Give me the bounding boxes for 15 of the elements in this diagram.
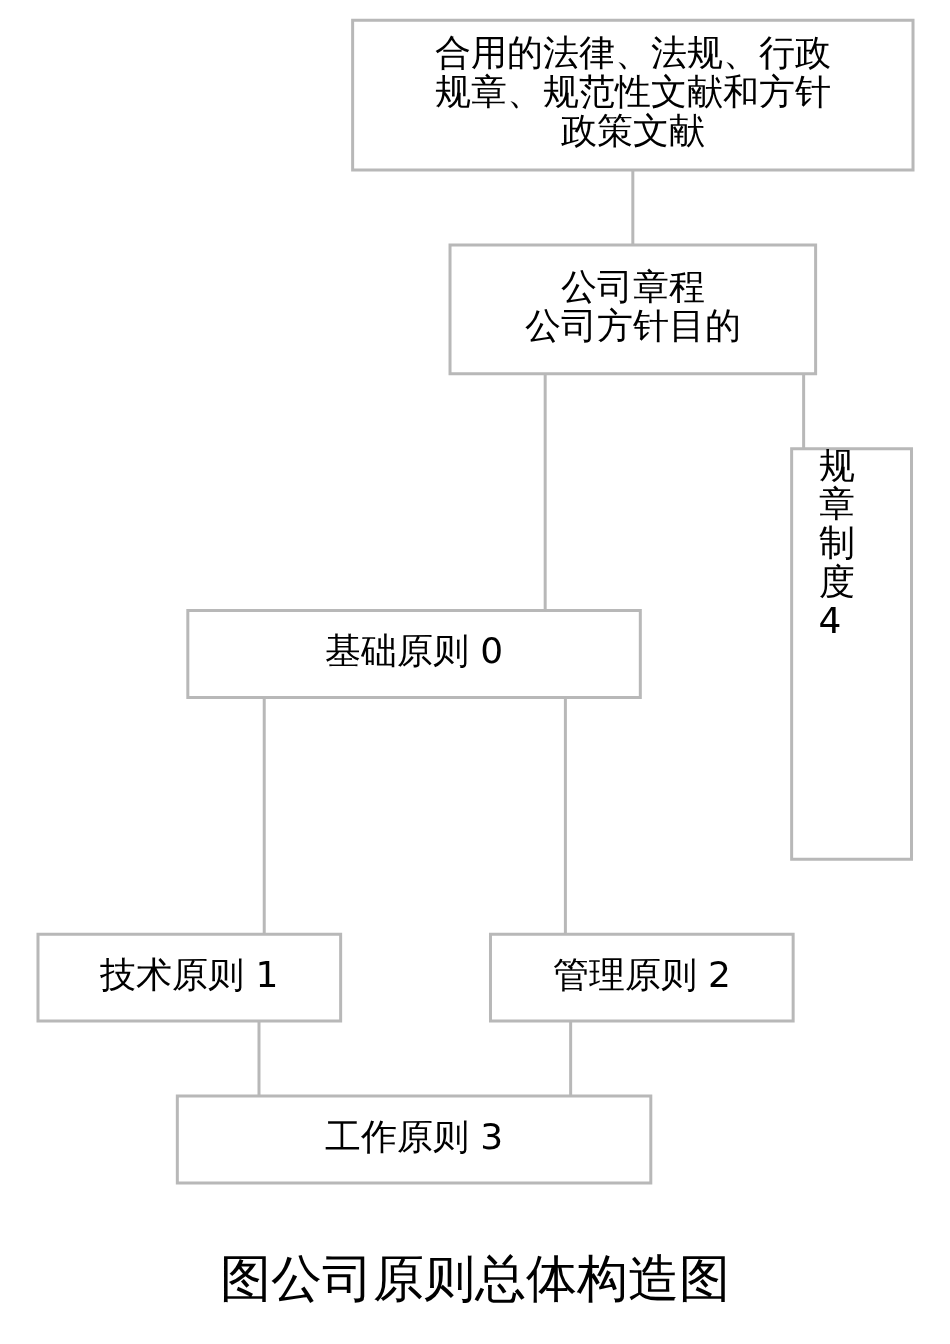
node-box: 技术原则 1 [36, 932, 342, 1023]
node-box: 合用的法律、法规、行政规章、规范性文献和方针政策文献 [350, 18, 914, 172]
node-box: 规章制度 4 [789, 447, 913, 861]
connector [262, 697, 266, 934]
connector [630, 170, 634, 245]
node-box: 基础原则 0 [185, 609, 642, 699]
connector [543, 374, 547, 611]
node-box: 公司章程 公司方针目的 [448, 243, 817, 376]
node-box: 管理原则 2 [488, 932, 795, 1023]
connector [801, 374, 805, 449]
connector [563, 697, 567, 934]
caption: 图公司原则总体构造图 [220, 1248, 730, 1308]
node-box: 工作原则 3 [175, 1094, 652, 1185]
connector [257, 1021, 260, 1096]
connector [568, 1021, 572, 1096]
